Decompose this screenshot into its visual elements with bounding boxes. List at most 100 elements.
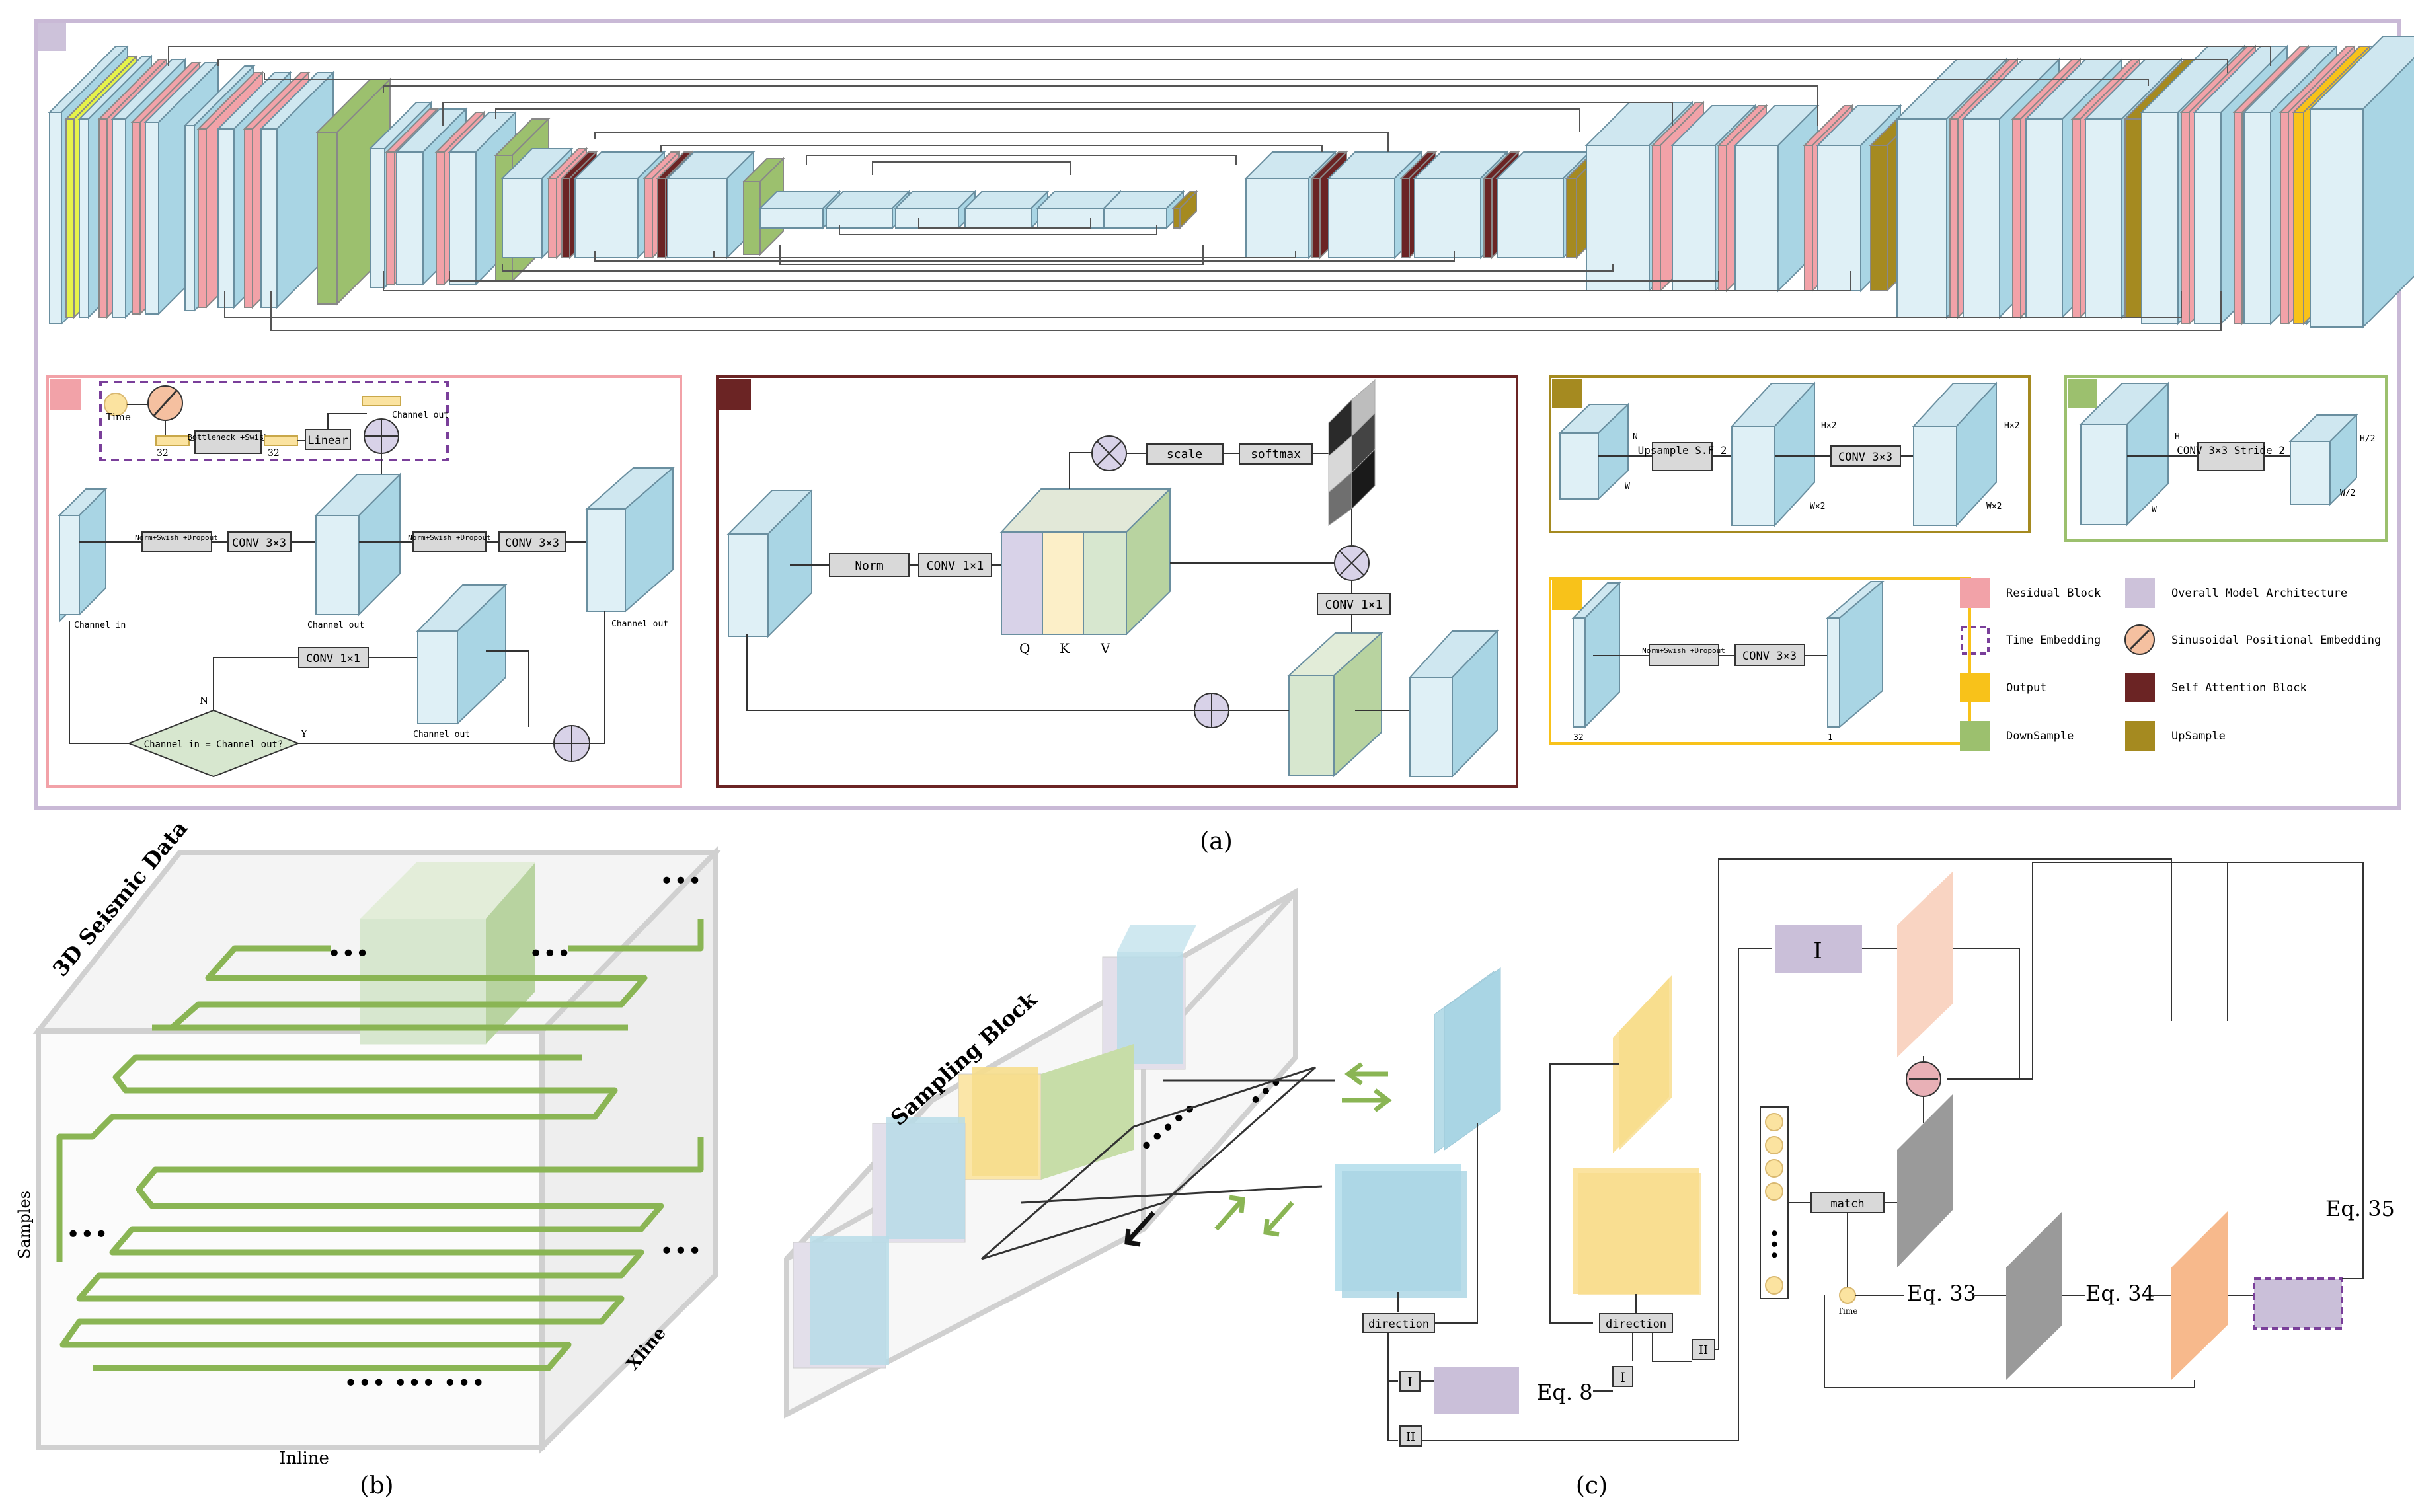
svg-text:Channel in: Channel in <box>74 621 126 630</box>
svg-text:CONV 1×1: CONV 1×1 <box>927 559 984 573</box>
svg-text:32: 32 <box>268 448 280 459</box>
svg-text:V: V <box>1100 640 1110 656</box>
svg-text:32: 32 <box>1573 733 1584 743</box>
unet-block-55-front <box>2072 118 2081 318</box>
conv1x1-attn <box>918 553 992 577</box>
sinus-column <box>1760 1106 1789 1299</box>
unet-block-20-front <box>548 178 557 258</box>
i-box-2 <box>1612 1366 1633 1387</box>
unet-block-7-front <box>184 125 195 311</box>
unet-block-11-front <box>260 128 278 308</box>
upsample-box <box>1652 442 1713 471</box>
softmax-box <box>1239 443 1313 465</box>
svg-text:Channel out: Channel out <box>611 619 668 629</box>
gray-layer-2 <box>2006 1211 2062 1380</box>
time-node-c <box>1839 1287 1856 1304</box>
svg-text:1: 1 <box>1828 733 1833 743</box>
sampling-plane <box>981 1066 1316 1260</box>
dots-3: ••• <box>660 868 702 895</box>
svg-text:Norm+Swish +Dropout: Norm+Swish +Dropout <box>1642 646 1725 655</box>
inline-label: Inline <box>279 1449 329 1468</box>
output-conv <box>1734 644 1805 666</box>
unet-block-39-front <box>1483 178 1493 258</box>
svg-text:I: I <box>1620 1369 1625 1385</box>
legend-swatch-4 <box>1960 673 1990 702</box>
time-dots <box>1765 1113 1783 1295</box>
legend-swatch-5 <box>2125 673 2155 702</box>
unet-block-12-front <box>317 132 338 305</box>
unet-block-47-front <box>1804 145 1813 291</box>
seismic-cube <box>360 862 535 1045</box>
attention-map <box>1328 379 1376 526</box>
svg-text:Bottleneck +Swish: Bottleneck +Swish <box>188 433 269 442</box>
conv1x1-out <box>1317 593 1391 615</box>
output-cube-out <box>1826 580 1885 729</box>
c-yellow-stack <box>1573 975 1701 1295</box>
upsample-panel: N W Upsample S.F 2 H×2 W×2 CONV 3×3 H×2 <box>1549 375 2031 533</box>
svg-text:II: II <box>1699 1343 1708 1357</box>
svg-text:W×2: W×2 <box>1810 502 1825 511</box>
residual-cube-bottom <box>416 583 508 726</box>
eq35-label: Eq. 35 <box>2325 1196 2395 1221</box>
scale-box <box>1146 443 1224 465</box>
unet-block-25-front <box>667 178 728 258</box>
unet-block-29-front <box>895 208 959 229</box>
c-blue-stack <box>1335 967 1501 1298</box>
unet-block-56-front <box>2085 118 2122 318</box>
unet-block-38-front <box>1414 178 1481 258</box>
unet-block-57-front <box>2124 118 2142 318</box>
svg-text:CONV 1×1: CONV 1×1 <box>1325 598 1383 612</box>
svg-text:Linear: Linear <box>307 434 348 447</box>
conv3x3-2 <box>498 531 566 552</box>
svg-text:Eq. 34: Eq. 34 <box>2085 1281 2155 1306</box>
panel-b: ••• ••• ••• ••• ••• ••• ••• ••• 3D Seism… <box>15 815 722 1499</box>
svg-text:Channel out: Channel out <box>307 621 364 630</box>
svg-text:Channel out: Channel out <box>392 410 449 420</box>
arrows <box>1124 1062 1392 1247</box>
time-embedding-output <box>2253 1277 2343 1330</box>
conv1x1-skip <box>298 647 369 668</box>
svg-text:Norm+Swish +Dropout: Norm+Swish +Dropout <box>135 533 218 542</box>
unet-block-27-front <box>759 208 824 229</box>
bottleneck-box <box>194 430 262 454</box>
unet-block-65-front <box>2293 112 2304 324</box>
unet-block-62-front <box>2243 112 2271 324</box>
unet-block-16-front <box>436 151 445 285</box>
dots-4: ••• <box>66 1221 108 1248</box>
dots-6: ••• ••• ••• <box>344 1370 485 1397</box>
svg-text:W: W <box>2152 505 2157 515</box>
unet-block-26-front <box>743 181 761 255</box>
violet-box-i <box>1775 925 1862 973</box>
residual-block-panel: Time 32 Bottleneck +Swish 32 Linear Chan… <box>46 375 682 788</box>
direction-box-2 <box>1599 1313 1673 1333</box>
attention-cube-out <box>1287 631 1383 778</box>
svg-text:K: K <box>1060 640 1070 656</box>
legend-label-5: Self Attention Block <box>2171 681 2307 695</box>
direction-box-1 <box>1362 1313 1435 1333</box>
unet-block-14-front <box>386 151 395 285</box>
upsample-cube-out <box>1912 381 1998 527</box>
ii-box-1 <box>1399 1425 1422 1447</box>
legend-swatch-1 <box>2125 578 2155 608</box>
svg-text:CONV 3×3: CONV 3×3 <box>232 537 286 550</box>
gray-layer-1 <box>1897 1094 1953 1267</box>
upsample-cube-in <box>1558 402 1630 501</box>
legend-label-4: Output <box>2006 681 2046 695</box>
legend-label-6: DownSample <box>2006 730 2074 743</box>
svg-text:H×2: H×2 <box>2004 421 2019 431</box>
svg-text:Upsample S.F 2: Upsample S.F 2 <box>1638 444 1727 457</box>
violet-box-eq8 <box>1434 1367 1519 1414</box>
unet-block-19-front <box>502 178 543 258</box>
svg-text:Y: Y <box>300 728 308 739</box>
norm-swish-2 <box>412 531 487 552</box>
svg-text:I: I <box>1407 1374 1413 1390</box>
caption-a: (a) <box>1200 828 1233 855</box>
unet-block-8-front <box>198 128 207 308</box>
linear-box <box>305 429 351 450</box>
unet-block-63-front <box>2280 112 2289 324</box>
svg-text:direction: direction <box>1368 1318 1429 1331</box>
svg-text:Time: Time <box>1838 1306 1857 1316</box>
svg-text:32: 32 <box>157 448 169 459</box>
unet-block-13-front <box>370 148 385 288</box>
